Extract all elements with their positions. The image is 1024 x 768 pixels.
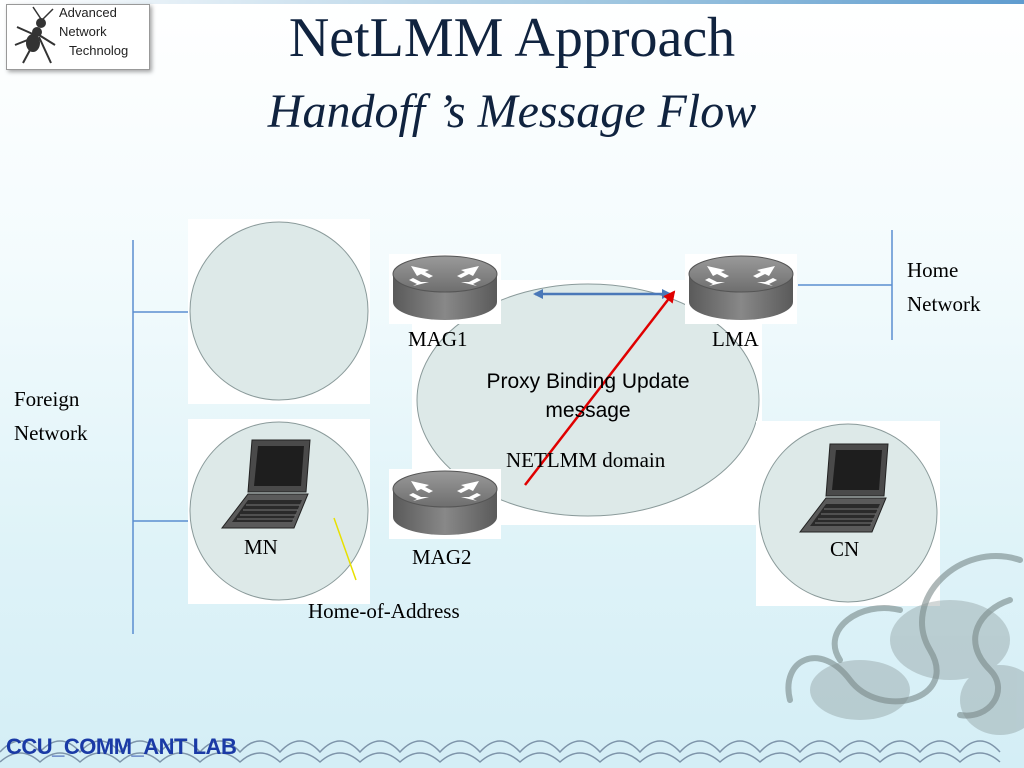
proxy-binding-update-line2: message	[545, 399, 631, 422]
page-subtitle: Handoff ’s Message Flow	[267, 85, 757, 138]
proxy-binding-update-arrow	[524, 290, 676, 486]
netlmm-domain-label: NETLMM domain	[506, 448, 666, 472]
home-network-label: Home Network	[907, 258, 980, 316]
foreign-network-label-line1: Foreign	[14, 387, 80, 411]
mag2-label: MAG2	[412, 545, 472, 569]
logo-line-advanced: Advanced	[59, 5, 117, 20]
home-of-address-pointer	[333, 517, 357, 581]
foreign-network-label-line2: Network	[14, 421, 88, 445]
upper-cell	[189, 221, 369, 401]
lab-logo: Advanced Network Technolog	[6, 4, 150, 70]
lma-label: LMA	[712, 327, 759, 351]
cn-label: CN	[830, 537, 860, 561]
proxy-binding-update-line1: Proxy Binding Update	[486, 370, 690, 393]
mn-label: MN	[244, 535, 278, 559]
home-network-label-line2: Network	[907, 292, 981, 316]
page-title: NetLMM Approach	[288, 7, 736, 69]
top-accent-bar	[0, 0, 1024, 4]
proxy-binding-update-label: Proxy Binding Update message	[458, 369, 718, 423]
logo-line-technology: Technolog	[69, 43, 129, 58]
home-of-address-label: Home-of-Address	[308, 599, 460, 623]
netlmm-domain-ellipse	[416, 283, 760, 517]
logo-line-network: Network	[59, 24, 107, 39]
home-network-label-line1: Home	[907, 258, 959, 282]
mag1-label: MAG1	[408, 327, 468, 351]
foreign-network-label: Foreign Network	[14, 387, 87, 445]
ant-logo-icon	[14, 6, 56, 64]
footer-lab-name: CCU_COMM_ANT LAB	[6, 734, 237, 759]
